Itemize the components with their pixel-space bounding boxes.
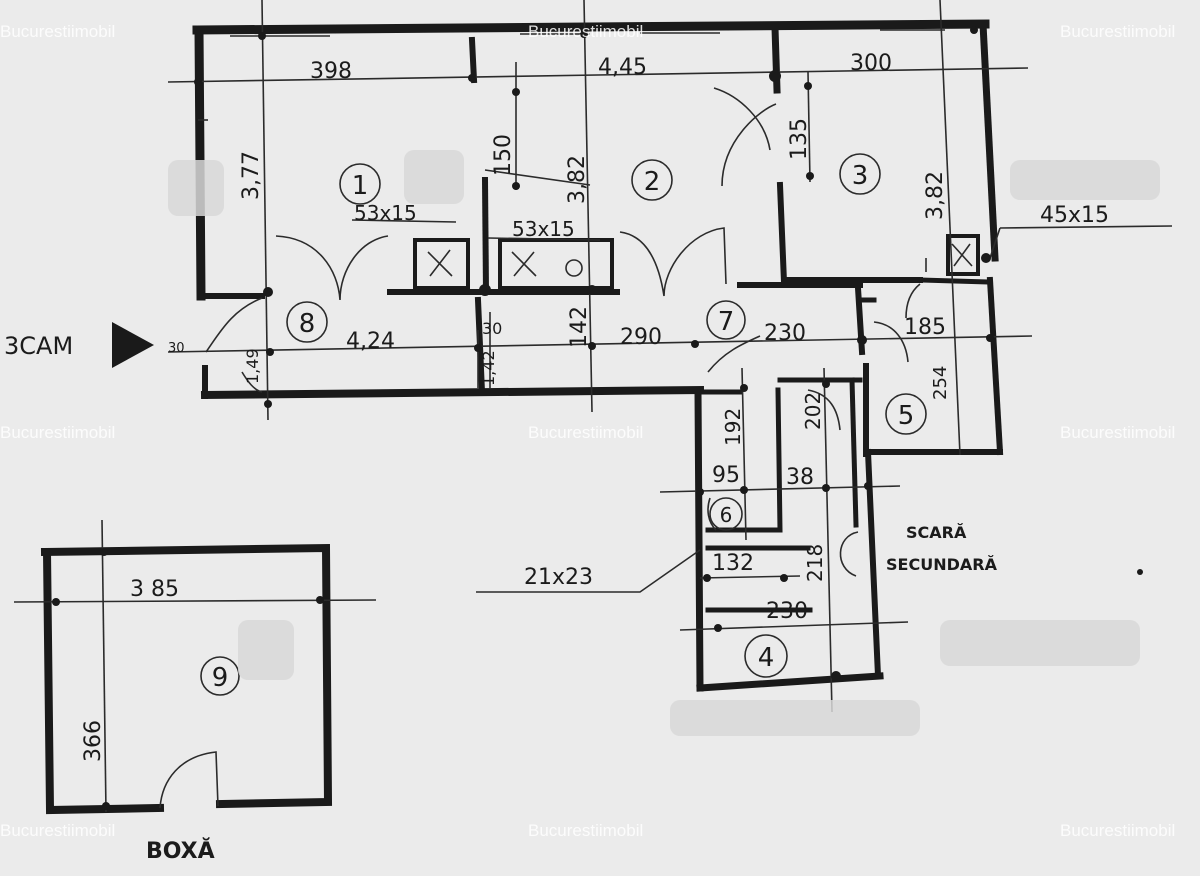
room-numbers: 1 2 3 4 5 6 7 8 9 [212,161,915,693]
duct-hatches [427,243,973,277]
room-5-number: 5 [898,401,915,431]
dim-185: 185 [904,315,946,340]
dim-230: 230 [764,321,806,346]
dim-135: 135 [787,118,812,160]
room-8-number: 8 [299,309,316,339]
watermark: Bucurestiimobil [0,423,115,442]
watermark: Bucurestiimobil [1060,22,1175,41]
dim-382: 3,82 [565,155,590,204]
door-arcs [205,87,921,577]
watermark: Bucurestiimobil [1060,423,1175,442]
dim-95: 95 [712,463,740,488]
entrance-arrow-icon [112,322,154,368]
dim-230b: 230 [766,599,808,624]
dim-202: 202 [801,392,825,430]
storage-walls [13,519,377,815]
watermark: Bucurestiimobil [528,22,643,41]
dim-290: 290 [620,325,662,350]
dim-254: 254 [930,366,951,400]
outer-walls [192,19,1004,457]
watermark: Bucurestiimobil [0,821,115,840]
stair-label-2: SECUNDARĂ [886,555,998,574]
dimension-texts: 398 4,45 300 3,77 150 3,82 135 3,82 53x1… [81,51,1109,762]
watermark: Bucurestiimobil [528,423,643,442]
room-9-number: 9 [212,663,229,693]
dim-142b: 1,42 [479,350,498,386]
watermark: Bucurestiimobil [0,22,115,41]
stray-dot [1137,569,1143,575]
dim-192: 192 [721,408,745,446]
watermark: Bucurestiimobil [1060,821,1175,840]
stair-label: SCARĂ [906,523,967,542]
room-1-number: 1 [352,171,369,201]
dim-duct-a: 53x15 [354,201,417,225]
dim-duct-c: 45x15 [1040,203,1109,228]
dim-duct-b: 53x15 [512,217,575,241]
room-3-number: 3 [852,161,869,191]
dim-377: 3,77 [239,151,264,200]
dim-duct-d: 21x23 [524,565,593,590]
room-2-number: 2 [644,167,661,197]
blur-patches [168,150,1160,736]
room-6-number: 6 [720,503,733,527]
dim-149: 1,49 [243,348,262,384]
dimension-lines [167,0,1173,713]
dim-424: 4,24 [346,329,395,354]
dim-218: 218 [803,544,827,582]
box-label: BOXĂ [146,838,215,864]
dim-132: 132 [712,551,754,576]
dim-382b: 3,82 [923,171,948,220]
entrance-small-dim: 30 [168,341,185,356]
entrance-label: 3CAM [4,332,73,360]
dim-150: 150 [491,134,516,176]
storage-dots [52,548,324,810]
room-7-number: 7 [718,307,735,337]
dim-142: 142 [567,306,592,348]
dim-box-366: 366 [81,720,106,762]
room-4-number: 4 [758,643,775,673]
dim-300: 300 [850,51,892,76]
dim-box-385: 3 85 [130,577,179,602]
watermark: Bucurestiimobil [528,821,643,840]
dim-30: 30 [482,319,502,338]
windows [198,29,945,121]
dim-445: 4,45 [598,55,647,80]
dimension-dots [194,26,994,681]
dim-398: 398 [310,59,352,84]
dim-38: 38 [786,465,814,490]
room-circles [200,153,927,696]
watermarks: Bucurestiimobil Bucurestiimobil Bucurest… [0,22,1175,840]
